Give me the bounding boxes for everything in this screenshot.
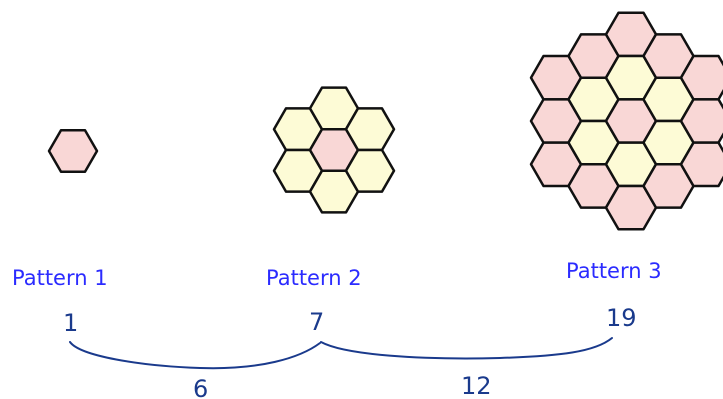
pattern-2-hexagon-7 xyxy=(344,148,396,193)
pattern-1-hexagons xyxy=(47,128,99,174)
pattern-2-count: 7 xyxy=(309,308,324,336)
difference-brace-2 xyxy=(320,337,613,360)
pattern-1-hexagon-1 xyxy=(47,128,99,174)
pattern-1-label: Pattern 1 xyxy=(12,266,108,290)
pattern-2-hexagon-6 xyxy=(344,107,396,152)
pattern-3-hexagons xyxy=(529,11,723,231)
difference-1-value: 6 xyxy=(193,375,208,399)
pattern-3-hexagon-19 xyxy=(679,141,723,188)
difference-2-value: 12 xyxy=(461,372,492,399)
difference-brace-1 xyxy=(69,341,321,370)
pattern-2-hexagons xyxy=(272,86,396,214)
pattern-3-count: 19 xyxy=(606,304,637,332)
pattern-3-label: Pattern 3 xyxy=(566,259,662,283)
pattern-1-count: 1 xyxy=(63,309,78,337)
pattern-2-label: Pattern 2 xyxy=(266,266,362,290)
